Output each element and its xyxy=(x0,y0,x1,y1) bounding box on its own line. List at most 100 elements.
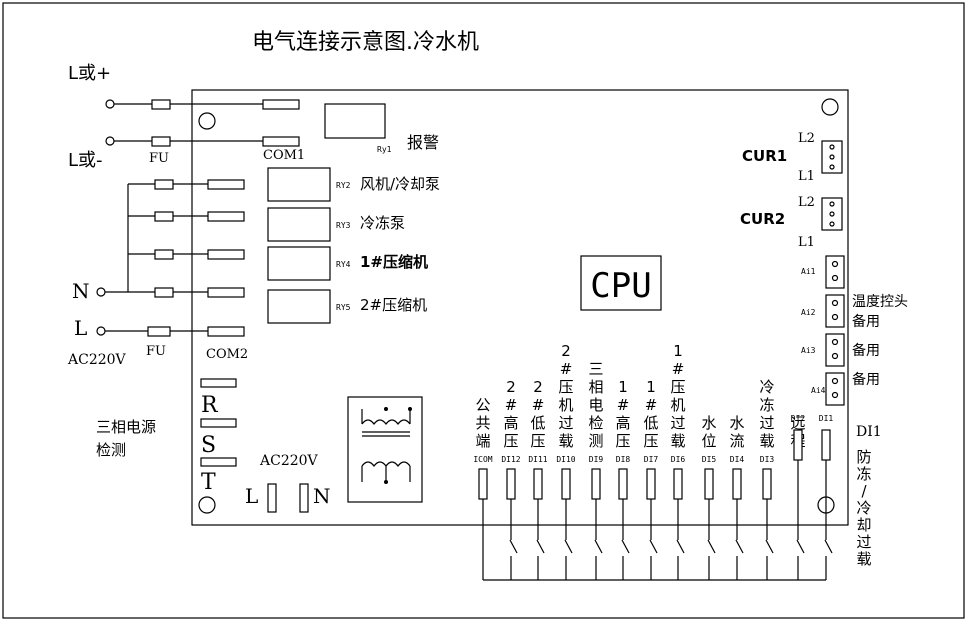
input-switch-di6 xyxy=(676,539,685,554)
controller-board xyxy=(191,89,849,526)
input-tag-di11: DI11 xyxy=(528,455,547,464)
phase-label-line1: 三相电源 xyxy=(96,418,156,436)
phase-l-terminal xyxy=(267,483,277,513)
ai1-tag: Ai1 xyxy=(801,267,816,276)
phase-n-label: N xyxy=(313,484,331,508)
input-label-icom-char: 共 xyxy=(475,414,490,432)
phase-ac220v-label: AC220V xyxy=(259,453,319,469)
input-tag-di10: DI10 xyxy=(556,455,575,464)
input-label-di11-char: 低 xyxy=(530,414,545,432)
mount-hole-tl xyxy=(198,112,216,130)
input-label-di11-char: 2 xyxy=(533,378,543,396)
input-label-di10-char: 载 xyxy=(558,432,573,450)
input-tag-di9: DI9 xyxy=(589,455,604,464)
input-label-di12-char: 2 xyxy=(506,378,516,396)
input-terminal-di7 xyxy=(646,468,656,500)
cur1-l2: L2 xyxy=(798,131,815,146)
input-label-di6-char: 载 xyxy=(670,432,685,450)
input-terminal-di1 xyxy=(821,429,831,461)
input-label-di4-char: 水 xyxy=(729,414,744,432)
relay-contact-top xyxy=(262,99,300,110)
input-terminal-di10 xyxy=(561,468,571,500)
com1-terminal xyxy=(262,136,300,147)
input-label-di11-char: 压 xyxy=(530,432,545,450)
relay-ry3 xyxy=(267,207,331,242)
input-label-di9-char: 检 xyxy=(588,414,603,432)
input-label-di3-char: 冻 xyxy=(759,396,774,414)
input-label-di6-char: 压 xyxy=(670,378,685,396)
phase-l-label: L xyxy=(245,484,258,508)
input-switch-di1 xyxy=(824,539,833,554)
com2-terminal xyxy=(207,326,245,337)
input-switch-di3 xyxy=(765,539,774,554)
input-terminal-di3 xyxy=(762,468,772,500)
input-terminal-di8 xyxy=(618,468,628,500)
relay-ry3-label: 冷冻泵 xyxy=(360,214,405,232)
input-label-di8-char: # xyxy=(617,396,630,414)
input-label-di3-char: 冷 xyxy=(759,378,774,396)
terminal-l-minus xyxy=(105,136,115,146)
relay-ry5-tag: RY5 xyxy=(336,303,351,312)
terminal-n xyxy=(96,287,106,297)
input-tag-di3: DI3 xyxy=(760,455,775,464)
terminal-l xyxy=(96,326,106,336)
ai2-label: 温度控头 xyxy=(852,294,908,310)
mount-hole-bl xyxy=(198,496,216,514)
cpu-label: CPU xyxy=(590,266,651,306)
input-terminal-di4 xyxy=(732,468,742,500)
input-label-di6-char: 过 xyxy=(670,414,685,432)
ai1-connector xyxy=(825,255,845,289)
input-tag-di8: DI8 xyxy=(616,455,631,464)
com1-label: COM1 xyxy=(263,148,305,163)
input-switch-di2 xyxy=(796,539,805,554)
input-switch-di11 xyxy=(536,539,545,554)
input-tag-di7: DI7 xyxy=(644,455,659,464)
input-switch-di12 xyxy=(509,539,518,554)
relay-ry2-tag: RY2 xyxy=(336,181,351,190)
input-label-di10-char: 过 xyxy=(558,414,573,432)
ai2-tag: Ai2 xyxy=(801,308,816,317)
com2-label: COM2 xyxy=(206,347,248,362)
fuse-fu2 xyxy=(147,326,171,337)
phase-s-terminal xyxy=(200,418,237,428)
input-label-di7-char: # xyxy=(645,396,658,414)
input-label-di9-char: 相 xyxy=(588,378,603,396)
input-tag-di5: DI5 xyxy=(702,455,717,464)
input-terminal-di6 xyxy=(673,468,683,500)
input-label-di6-char: 1 xyxy=(673,342,683,360)
ai3-tag: Ai3 xyxy=(801,346,816,355)
input-terminal-di11 xyxy=(533,468,543,500)
input-switch-di8 xyxy=(621,539,630,554)
ai4-tag: Ai4 xyxy=(811,386,826,395)
cur1-l1: L1 xyxy=(798,169,815,184)
terminal-l-plus xyxy=(105,99,115,109)
input-label-di11-char: # xyxy=(532,396,545,414)
cur1-connector xyxy=(821,140,843,174)
ac220v-label: AC220V xyxy=(67,352,127,368)
fuse-fu1 xyxy=(151,136,171,147)
cur2-l1: L1 xyxy=(798,235,815,250)
fu2-label: FU xyxy=(146,344,166,359)
input-switch-di7 xyxy=(649,539,658,554)
di1-note-tag: DI1 xyxy=(856,424,882,440)
input-tag-di1: DI1 xyxy=(819,414,834,423)
cur2-label: CUR2 xyxy=(740,210,785,228)
input-switch-di9 xyxy=(594,539,603,554)
relay-ry4 xyxy=(267,246,331,281)
input-switch-di4 xyxy=(735,539,744,554)
input-label-di9-char: 测 xyxy=(588,432,603,450)
cur2-connector xyxy=(821,197,843,231)
input-switch-di5 xyxy=(707,539,716,554)
phase-n-terminal xyxy=(299,483,309,513)
n-label: N xyxy=(72,279,90,303)
ai3-connector xyxy=(825,333,845,367)
diagram-title: 电气连接示意图.冷水机 xyxy=(252,30,479,55)
phase-r-label: R xyxy=(201,393,219,418)
phase-label-line2: 检测 xyxy=(96,441,126,459)
ai3-label: 备用 xyxy=(852,342,880,359)
input-terminal-di9 xyxy=(591,468,601,500)
input-tag-di4: DI4 xyxy=(730,455,745,464)
input-label-di8-char: 高 xyxy=(615,414,630,432)
phase-s-label: S xyxy=(201,433,216,458)
